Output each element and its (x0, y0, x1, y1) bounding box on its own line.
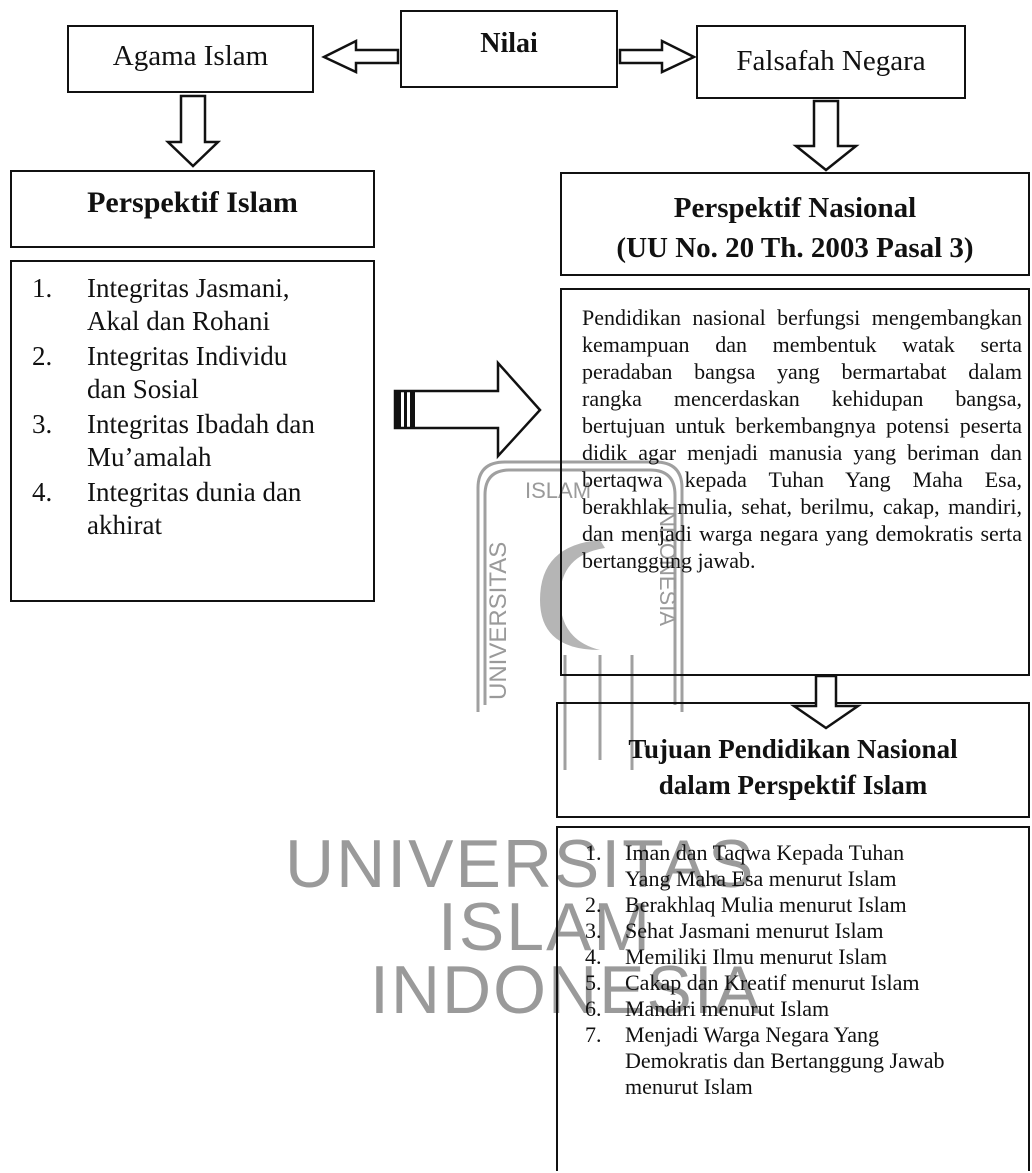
list-number: 5. (585, 970, 602, 995)
nilai-label: Nilai (480, 28, 538, 59)
watermark-line-1: UNIVERSITAS (285, 826, 755, 902)
nasional-paragraph: Pendidikan nasional berfungsi mengembang… (582, 305, 1022, 573)
list-number: 1. (32, 273, 53, 303)
arrow-tail-bar (395, 391, 401, 428)
list-text: Cakap dan Kreatif menurut Islam (625, 970, 920, 995)
arrow-islam-to-nasional (393, 359, 542, 460)
tujuan-label: Tujuan Pendidikan Nasional dalam Perspek… (556, 731, 1030, 803)
list-number: 3. (32, 409, 53, 439)
list-number: 2. (32, 341, 53, 371)
perspektif-nasional-label: Perspektif Nasional (UU No. 20 Th. 2003 … (560, 188, 1030, 268)
nilai-box (400, 10, 618, 88)
list-text: Integritas Individu (87, 341, 288, 371)
arrow-agama-to-perspektif (164, 94, 222, 168)
university-seal (476, 460, 684, 770)
list-text: Berakhlaq Mulia menurut Islam (625, 892, 907, 917)
watermark-line-3: INDONESIA (370, 952, 762, 1028)
list-text: dan Sosial (87, 374, 199, 404)
arrow-falsafah-to-nasional (792, 99, 860, 172)
list-text: akhirat (87, 510, 162, 540)
list-text: Mandiri menurut Islam (625, 996, 830, 1021)
list-item: 4. Memiliki Ilmu menurut Islam (565, 944, 1020, 970)
arrow-tail-bar (404, 391, 407, 428)
list-number: 3. (585, 918, 602, 943)
arrow-nilai-to-agama (321, 38, 400, 74)
perspektif-islam-list: 1. Integritas Jasmani,Akal dan Rohani 2. I… (32, 272, 362, 544)
list-text: Mu’amalah (87, 442, 212, 472)
perspektif-nasional-box (560, 172, 1030, 276)
perspektif-nasional-line1: Perspektif Nasional (673, 192, 917, 224)
list-text: menurut Islam (625, 1074, 753, 1099)
falsafah-negara-box (696, 25, 966, 99)
list-text: Sehat Jasmani menurut Islam (625, 918, 884, 943)
seal-top-text: ISLAM (525, 478, 591, 503)
list-text: Menjadi Warga Negara Yang (625, 1022, 880, 1047)
tujuan-line1: Tujuan Pendidikan Nasional (628, 734, 958, 764)
watermark-line-2: ISLAM (438, 889, 652, 965)
arrow-nasional-to-tujuan (789, 674, 863, 730)
agama-islam-box (67, 25, 314, 93)
list-text: Memiliki Ilmu menurut Islam (625, 944, 888, 969)
perspektif-islam-label: Perspektif Islam (87, 186, 298, 219)
list-number: 6. (585, 996, 602, 1021)
tujuan-line2: dalam Perspektif Islam (658, 770, 928, 800)
list-item: 6. Mandiri menurut Islam (565, 996, 1020, 1022)
agama-islam-label: Agama Islam (112, 40, 269, 72)
list-text: Demokratis dan Bertanggung Jawab (625, 1048, 945, 1073)
list-text: Integritas Jasmani, (87, 273, 290, 303)
seal-right-text: INDONESIA (655, 505, 680, 626)
list-number: 4. (32, 477, 53, 507)
perspektif-islam-box (10, 170, 375, 248)
arrow-tail-bar (410, 391, 415, 428)
perspektif-islam-list-box (10, 260, 375, 602)
falsafah-negara-label: Falsafah Negara (736, 45, 926, 77)
perspektif-nasional-line2: (UU No. 20 Th. 2003 Pasal 3) (616, 232, 974, 264)
list-number: 4. (585, 944, 602, 969)
list-item: 1. Integritas Jasmani,Akal dan Rohani (32, 272, 362, 338)
list-number: 1. (585, 840, 602, 865)
list-text: Integritas dunia dan (87, 477, 302, 507)
list-text: Akal dan Rohani (87, 306, 270, 336)
arrow-nilai-to-falsafah (618, 38, 697, 74)
nasional-paragraph-box (560, 288, 1030, 676)
tujuan-list-box (556, 826, 1030, 1171)
list-item: 3. Sehat Jasmani menurut Islam (565, 918, 1020, 944)
list-item: 5. Cakap dan Kreatif menurut Islam (565, 970, 1020, 996)
list-text: Yang Maha Esa menurut Islam (625, 866, 897, 891)
list-text: Iman dan Taqwa Kepada Tuhan (625, 840, 905, 865)
list-number: 7. (585, 1022, 602, 1047)
list-number: 2. (585, 892, 602, 917)
seal-left-text: UNIVERSITAS (485, 542, 512, 700)
list-item: 2. Berakhlaq Mulia menurut Islam (565, 892, 1020, 918)
tujuan-box (556, 702, 1030, 818)
list-text: Integritas Ibadah dan (87, 409, 315, 439)
